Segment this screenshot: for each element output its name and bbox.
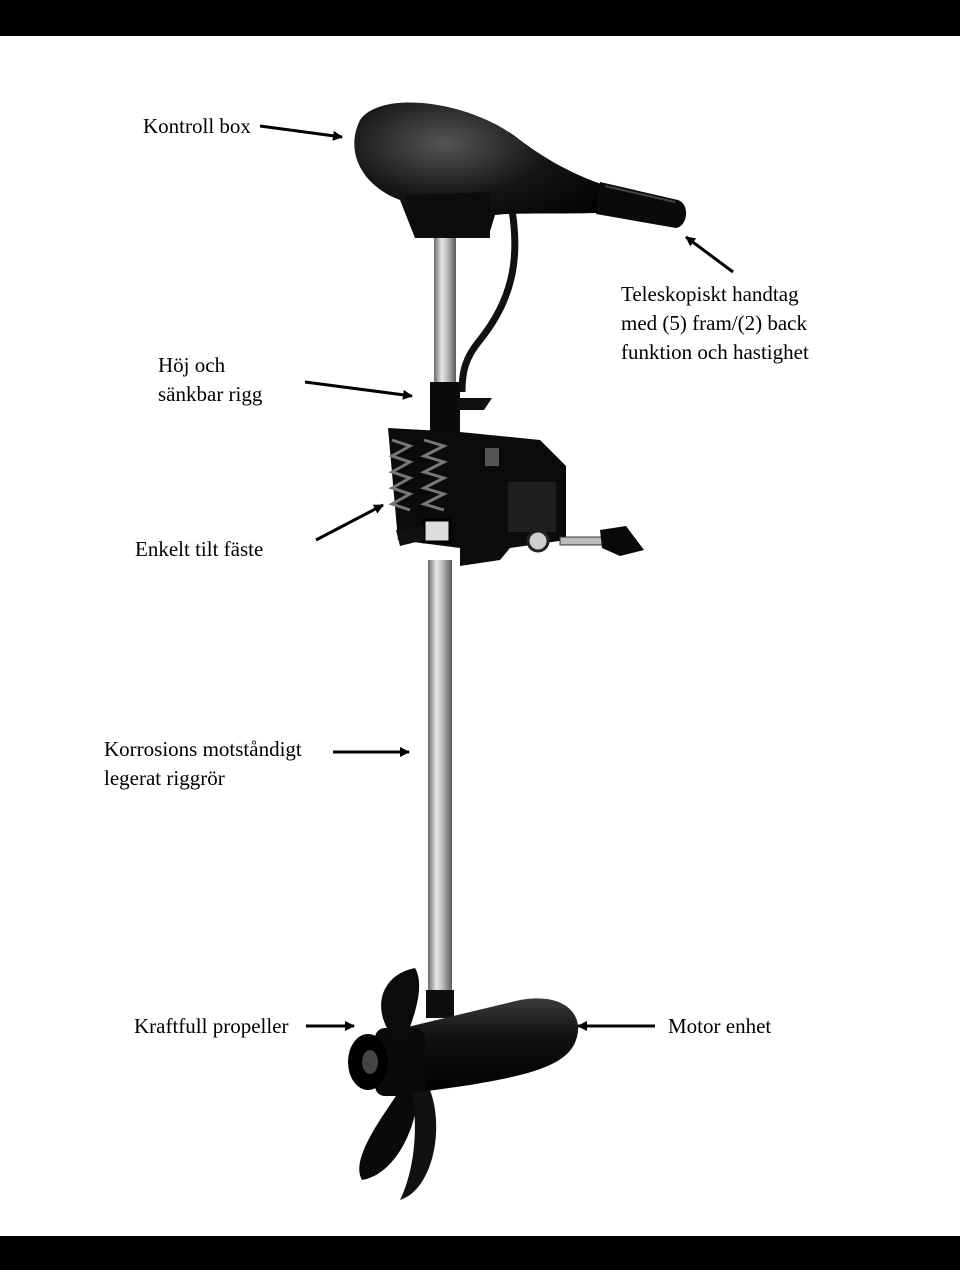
upper-shaft (434, 236, 456, 386)
top-border-bar (0, 0, 960, 36)
shaft-collar (430, 382, 460, 434)
label-handle-line-3: funktion och hastighet (621, 340, 809, 364)
handle-shape (596, 182, 687, 228)
main-shaft (428, 560, 452, 1000)
label-control-box: Kontroll box (143, 114, 251, 138)
label-shaft-line-1: Korrosions motståndigt (104, 737, 302, 761)
label-tilt-mount: Enkelt tilt fäste (135, 537, 264, 561)
label-rig-line-1: Höj och (158, 353, 226, 377)
control-box-shape (354, 102, 612, 238)
tilt-mount-shape (388, 428, 644, 566)
power-cable (458, 209, 519, 393)
label-handle: Teleskopiskt handtag med (5) fram/(2) ba… (621, 280, 809, 367)
arrow-rig (304, 380, 413, 400)
label-motor-unit: Motor enhet (668, 1014, 772, 1038)
label-propeller: Kraftfull propeller (134, 1014, 289, 1038)
bottom-border-bar (0, 1236, 960, 1270)
shaft-lower-collar (426, 990, 454, 1018)
arrow-tilt-mount (315, 503, 384, 542)
collar-knob (458, 398, 492, 410)
propeller-shape (348, 968, 437, 1200)
arrow-handle (685, 235, 734, 274)
label-handle-line-2: med (5) fram/(2) back (621, 311, 807, 335)
label-rig-line-2: sänkbar rigg (158, 382, 263, 406)
motor-unit-shape (375, 998, 579, 1096)
label-shaft-line-2: legerat riggrör (104, 766, 225, 790)
label-shaft: Korrosions motståndigt legerat riggrör (104, 735, 302, 793)
arrow-control-box (259, 124, 343, 141)
label-rig: Höj och sänkbar rigg (158, 351, 262, 409)
label-handle-line-1: Teleskopiskt handtag (621, 282, 799, 306)
